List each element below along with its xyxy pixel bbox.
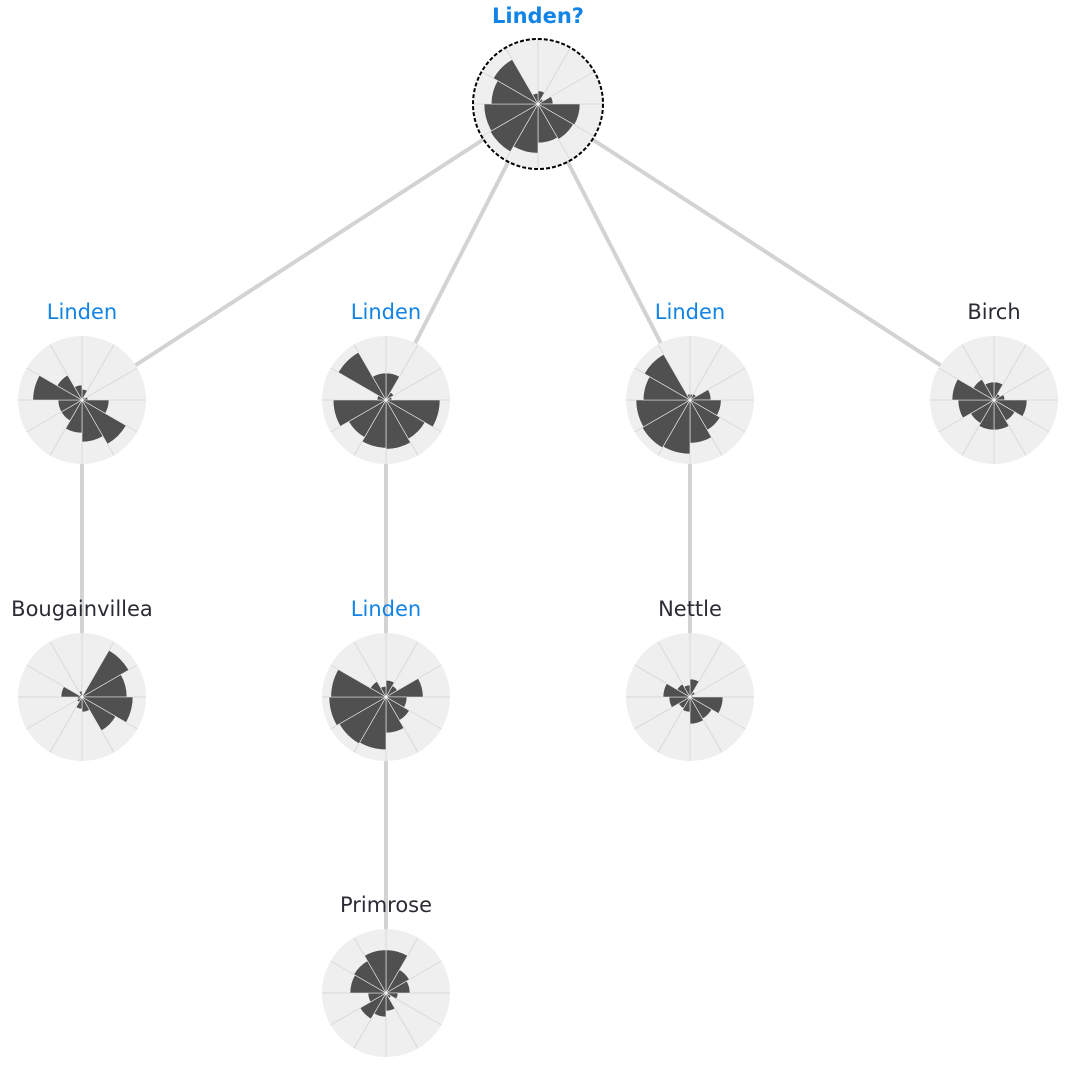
query-ring	[472, 38, 604, 170]
radial-wedge	[56, 374, 83, 401]
node-c2: Linden	[322, 300, 450, 464]
node-label: Birch	[967, 300, 1020, 324]
radial-wedge	[689, 691, 696, 698]
radial-wedge	[689, 678, 700, 699]
radial-wedge	[662, 683, 692, 698]
radial-wedge	[532, 92, 539, 106]
radial-wedge	[361, 398, 387, 449]
node-g2: Linden	[322, 597, 450, 761]
spoke	[26, 696, 83, 730]
radial-wedge	[359, 992, 387, 1020]
radial-wedge	[81, 696, 117, 732]
radial-wedge	[978, 398, 995, 431]
radial-wedge	[384, 399, 441, 428]
radial-wedge	[81, 398, 104, 443]
radial-wedge	[537, 103, 574, 140]
node-g1: Bougainvillea	[11, 597, 153, 761]
radial-wedge	[483, 103, 540, 132]
radial-wedge	[992, 399, 1028, 417]
radial-wedge	[385, 969, 410, 994]
node-gg1: Primrose	[322, 893, 450, 1057]
node-c3: Linden	[626, 300, 754, 464]
radial-wedge	[492, 58, 539, 105]
radial-wedge	[60, 686, 84, 698]
radial-wedge	[643, 353, 691, 401]
node-label: Linden?	[492, 4, 584, 28]
node-g3: Nettle	[626, 597, 754, 761]
radial-wedge	[635, 399, 692, 428]
edges-layer	[80, 102, 996, 993]
radial-wedge	[65, 398, 83, 434]
spoke	[49, 641, 83, 698]
radial-wedge	[951, 378, 996, 401]
radial-wedge	[380, 685, 387, 699]
radial-wedge	[81, 695, 90, 713]
node-label: Primrose	[340, 893, 432, 917]
radial-wedge	[688, 696, 724, 714]
radial-wedge	[676, 683, 691, 698]
radial-wedge	[536, 103, 581, 126]
radial-wedge	[80, 696, 134, 723]
radial-wedge	[332, 399, 388, 427]
spoke	[689, 664, 746, 698]
node-c1: Linden	[18, 300, 146, 464]
spoke	[81, 367, 138, 401]
radial-wedge	[689, 695, 704, 725]
node-label: Linden	[655, 300, 725, 324]
radial-wedge	[641, 399, 691, 449]
radial-wedge	[74, 384, 83, 402]
radial-wedge	[32, 374, 84, 401]
radial-wedge	[337, 351, 387, 401]
node-label: Linden	[47, 300, 117, 324]
edge-root-c4	[536, 102, 996, 402]
node-label: Linden	[351, 300, 421, 324]
radial-wedge	[81, 399, 127, 445]
node-c4: Birch	[930, 300, 1058, 464]
radial-wedge	[76, 696, 83, 703]
spoke	[385, 367, 442, 401]
spoke	[689, 344, 723, 401]
radial-wedge	[686, 393, 691, 402]
node-label: Nettle	[658, 597, 722, 621]
radial-wedge	[384, 677, 424, 698]
node-label: Linden	[351, 597, 421, 621]
radial-wedge	[78, 690, 83, 699]
radial-wedge	[330, 668, 388, 698]
radial-wedge	[81, 649, 130, 698]
radial-wedge	[370, 681, 387, 698]
radial-wedge	[683, 684, 691, 699]
edge-root-c1	[80, 102, 540, 402]
radial-wedge	[328, 696, 388, 726]
radial-wedge	[384, 980, 411, 994]
radial-wedge	[363, 949, 387, 995]
radial-wedge	[385, 398, 412, 450]
node-label: Bougainvillea	[11, 597, 153, 621]
radial-wedge	[984, 381, 995, 402]
radial-wedge	[972, 378, 995, 401]
node-root: Linden?	[472, 4, 604, 170]
radial-wedge	[372, 372, 387, 402]
radial-wedge	[385, 391, 395, 401]
radial-wedge	[489, 103, 539, 153]
